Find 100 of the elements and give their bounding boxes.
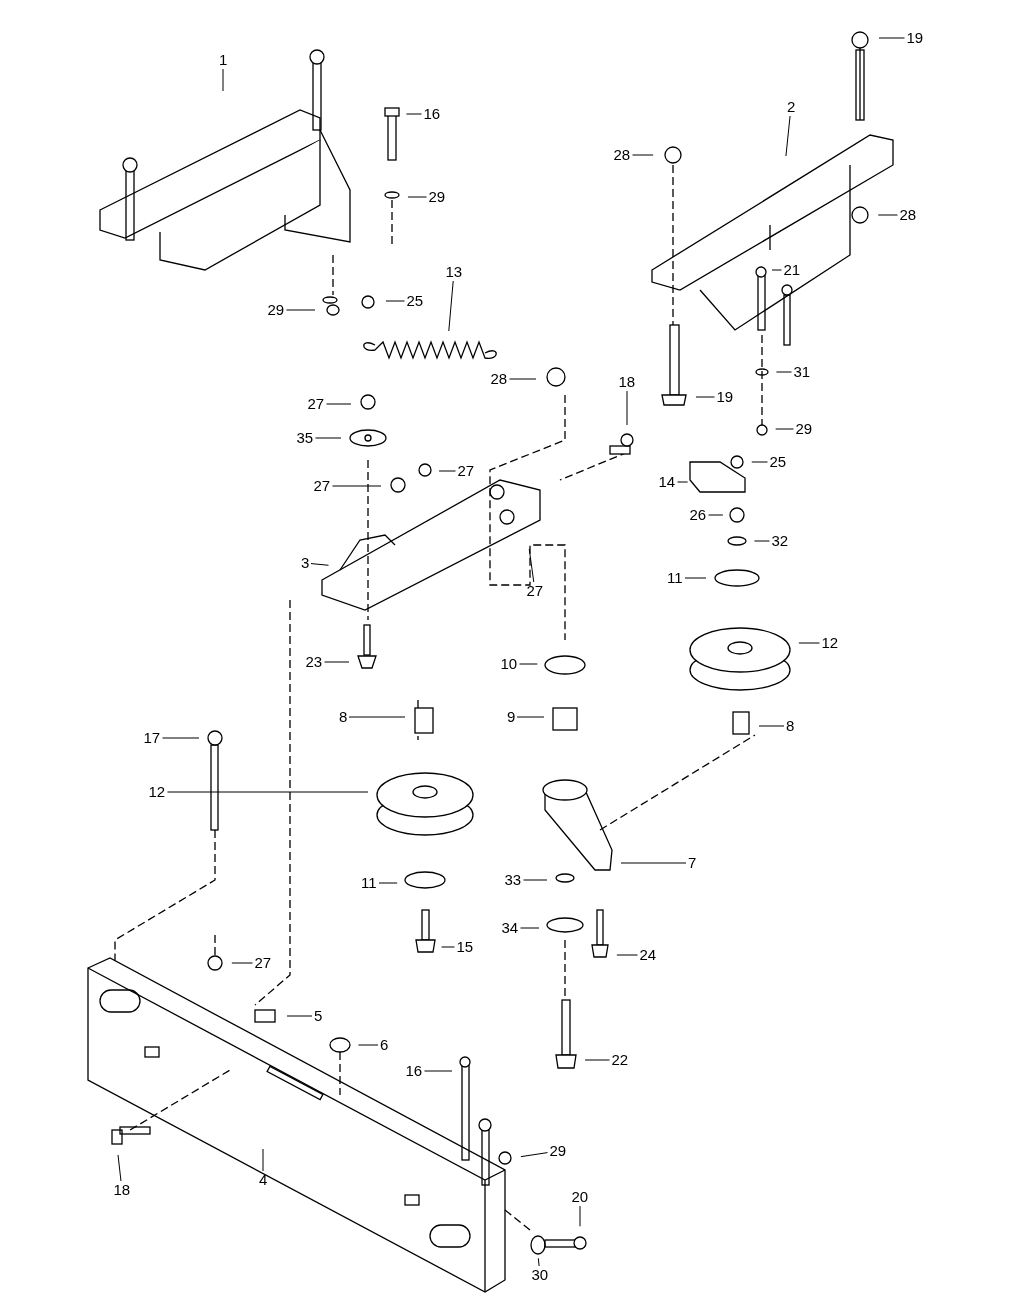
callout-number: 21 <box>783 262 801 278</box>
leader-line <box>626 390 628 426</box>
leader-line <box>310 563 329 566</box>
callout-number: 9 <box>507 709 516 725</box>
leader-line <box>286 309 316 311</box>
callout-number: 30 <box>531 1267 549 1283</box>
leader-line <box>520 927 540 929</box>
callout-number: 27 <box>254 955 272 971</box>
callout-number: 28 <box>899 207 917 223</box>
callout-number: 8 <box>339 709 348 725</box>
leader-line <box>620 862 687 864</box>
callout-number: 18 <box>113 1182 131 1198</box>
leader-line <box>753 540 770 542</box>
callout-number: 27 <box>457 463 475 479</box>
callout-number: 19 <box>906 30 924 46</box>
leader-line <box>519 663 538 665</box>
leader-line <box>167 791 369 793</box>
leader-line <box>523 879 548 881</box>
callout-number: 18 <box>618 374 636 390</box>
leader-line <box>332 485 382 487</box>
callout-number: 12 <box>148 784 166 800</box>
leader-line <box>785 115 791 157</box>
callout-number: 29 <box>549 1143 567 1159</box>
leader-line <box>315 437 342 439</box>
callout-number: 5 <box>314 1008 323 1024</box>
callout-number: 2 <box>787 99 796 115</box>
callout-number: 16 <box>423 106 441 122</box>
leader-line <box>222 68 224 92</box>
leader-line <box>677 481 689 483</box>
callout-number: 12 <box>821 635 839 651</box>
callout-number: 23 <box>305 654 323 670</box>
callout-number: 25 <box>769 454 787 470</box>
callout-number: 33 <box>504 872 522 888</box>
callout-number: 15 <box>456 939 474 955</box>
leader-line <box>695 396 715 398</box>
callout-number: 14 <box>658 474 676 490</box>
leader-line <box>324 661 350 663</box>
callout-number: 24 <box>639 947 657 963</box>
leader-line <box>262 1148 264 1172</box>
callout-number: 32 <box>771 533 789 549</box>
leader-line <box>520 1152 548 1158</box>
callout-number: 35 <box>296 430 314 446</box>
callout-number: 31 <box>793 364 811 380</box>
callout-number: 27 <box>313 478 331 494</box>
leader-line <box>516 716 545 718</box>
leader-line <box>775 371 792 373</box>
callout-number: 4 <box>259 1172 268 1188</box>
leader-line <box>348 716 406 718</box>
leader-line <box>579 1205 581 1227</box>
leader-line <box>537 1257 540 1267</box>
leader-line <box>407 196 427 198</box>
callout-number: 19 <box>716 389 734 405</box>
callout-number: 26 <box>689 507 707 523</box>
leader-line <box>708 514 724 516</box>
callout-number: 29 <box>795 421 813 437</box>
callout-number: 6 <box>380 1037 389 1053</box>
leader-line <box>231 962 253 964</box>
leader-line <box>405 113 422 115</box>
leader-line <box>616 954 638 956</box>
leader-line <box>441 946 455 948</box>
callout-number: 27 <box>307 396 325 412</box>
callout-number: 1 <box>219 52 228 68</box>
leader-line <box>438 470 456 472</box>
callout-number: 13 <box>445 264 463 280</box>
leader-line <box>771 269 782 271</box>
callout-number: 17 <box>143 730 161 746</box>
callout-number: 34 <box>501 920 519 936</box>
callout-number: 28 <box>613 147 631 163</box>
leader-line <box>326 403 352 405</box>
leader-line <box>684 577 707 579</box>
callout-number: 28 <box>490 371 508 387</box>
callout-number: 10 <box>500 656 518 672</box>
leader-line <box>632 154 654 156</box>
leader-line <box>584 1059 610 1061</box>
leader-line <box>117 1154 122 1182</box>
leader-line <box>162 737 200 739</box>
callout-number: 8 <box>786 718 795 734</box>
callout-number: 7 <box>688 855 697 871</box>
leader-line <box>385 300 405 302</box>
leader-line <box>878 37 905 39</box>
leader-line <box>378 882 398 884</box>
callout-number: 16 <box>405 1063 423 1079</box>
leader-line <box>424 1070 453 1072</box>
leader-line <box>758 725 785 727</box>
callout-number: 20 <box>571 1189 589 1205</box>
leader-line <box>286 1015 313 1017</box>
callout-number: 22 <box>611 1052 629 1068</box>
callout-number: 3 <box>301 555 310 571</box>
leader-line <box>448 280 454 332</box>
callout-number: 11 <box>361 875 377 891</box>
leader-line <box>877 214 898 216</box>
callout-number: 27 <box>526 583 544 599</box>
callout-number: 25 <box>406 293 424 309</box>
callout-number: 29 <box>428 189 446 205</box>
leader-line <box>798 642 820 644</box>
leader-line <box>357 1044 379 1046</box>
leader-line <box>509 378 537 380</box>
callout-number: 29 <box>267 302 285 318</box>
leader-line <box>528 548 535 583</box>
callout-number: 11 <box>667 570 683 586</box>
